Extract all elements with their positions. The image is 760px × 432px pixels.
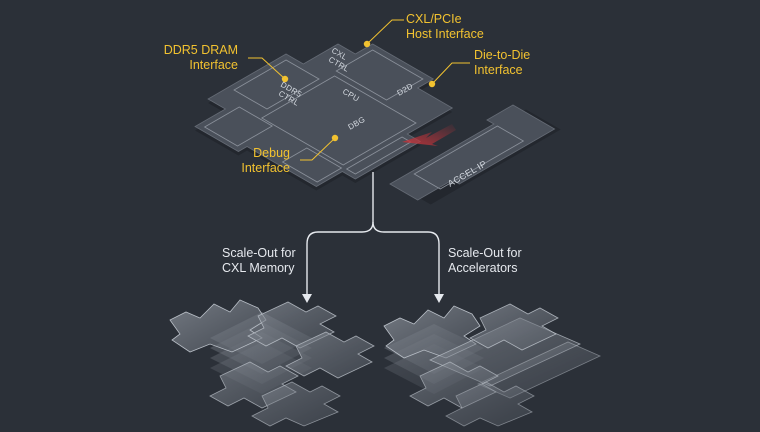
ddr5-dram-callout: DDR5 DRAM Interface bbox=[164, 43, 238, 73]
cxl-pcie-callout-line-1: CXL/PCIe bbox=[406, 12, 462, 26]
callout-leaders bbox=[248, 19, 470, 161]
memory-cluster bbox=[169, 299, 375, 427]
scale-out-accelerators-line-1: Scale-Out for bbox=[448, 246, 522, 260]
ddr5-dram-callout-line-1: DDR5 DRAM bbox=[163, 43, 238, 57]
main-chip bbox=[194, 43, 454, 191]
cxl-pcie-callout: CXL/PCIe Host Interface bbox=[406, 12, 484, 42]
cpu-block bbox=[260, 75, 417, 166]
cxl-ctrl-block bbox=[335, 49, 424, 101]
accel-ip-block bbox=[413, 125, 525, 190]
scale-out-memory-label: Scale-Out for CXL Memory bbox=[222, 246, 296, 276]
debug-callout-line-2: Interface bbox=[241, 161, 290, 175]
accelerator-tile-2 bbox=[469, 303, 559, 351]
scale-out-memory-line-1: Scale-Out for bbox=[222, 246, 296, 260]
dbg-block bbox=[203, 106, 274, 147]
debug-callout: Debug Interface bbox=[241, 146, 290, 176]
die-to-die-callout-line-1: Die-to-Die bbox=[474, 48, 531, 62]
memory-tile-5 bbox=[251, 381, 341, 427]
d2d-leader bbox=[431, 62, 470, 85]
flow-branch-left bbox=[306, 221, 374, 296]
cxl-leader bbox=[366, 19, 404, 45]
ddr5-leader bbox=[248, 57, 286, 80]
scale-out-memory-line-2: CXL Memory bbox=[222, 261, 295, 275]
memory-tile-2 bbox=[247, 301, 337, 349]
die-to-die-callout-line-2: Interface bbox=[474, 63, 523, 77]
scale-out-accelerators-line-2: Accelerators bbox=[448, 261, 518, 275]
ddr5-ctrl-block bbox=[233, 59, 320, 110]
accel-die bbox=[389, 104, 561, 205]
dbg-leader bbox=[300, 137, 336, 161]
chip-die bbox=[194, 43, 454, 187]
scale-out-accelerators-label: Scale-Out for Accelerators bbox=[448, 246, 522, 276]
accelerator-cluster bbox=[383, 303, 601, 427]
die-to-die-callout: Die-to-Die Interface bbox=[474, 48, 530, 78]
accelerator-tile-4 bbox=[445, 381, 535, 427]
arrowhead-accelerators bbox=[434, 294, 444, 303]
memory-tile-top bbox=[169, 299, 267, 353]
attach-arrow bbox=[402, 124, 456, 146]
memory-tile-3 bbox=[285, 331, 375, 379]
cxl-pcie-callout-line-2: Host Interface bbox=[406, 27, 484, 41]
d2d-region bbox=[281, 147, 343, 183]
flow-connectors bbox=[306, 172, 440, 296]
ddr5-dram-callout-line-2: Interface bbox=[189, 58, 238, 72]
debug-callout-line-1: Debug bbox=[253, 146, 290, 160]
arrowhead-memory bbox=[302, 294, 312, 303]
accelerator-tile-top bbox=[383, 305, 481, 359]
d2d-block bbox=[345, 136, 412, 175]
flow-branch-right bbox=[372, 221, 440, 296]
